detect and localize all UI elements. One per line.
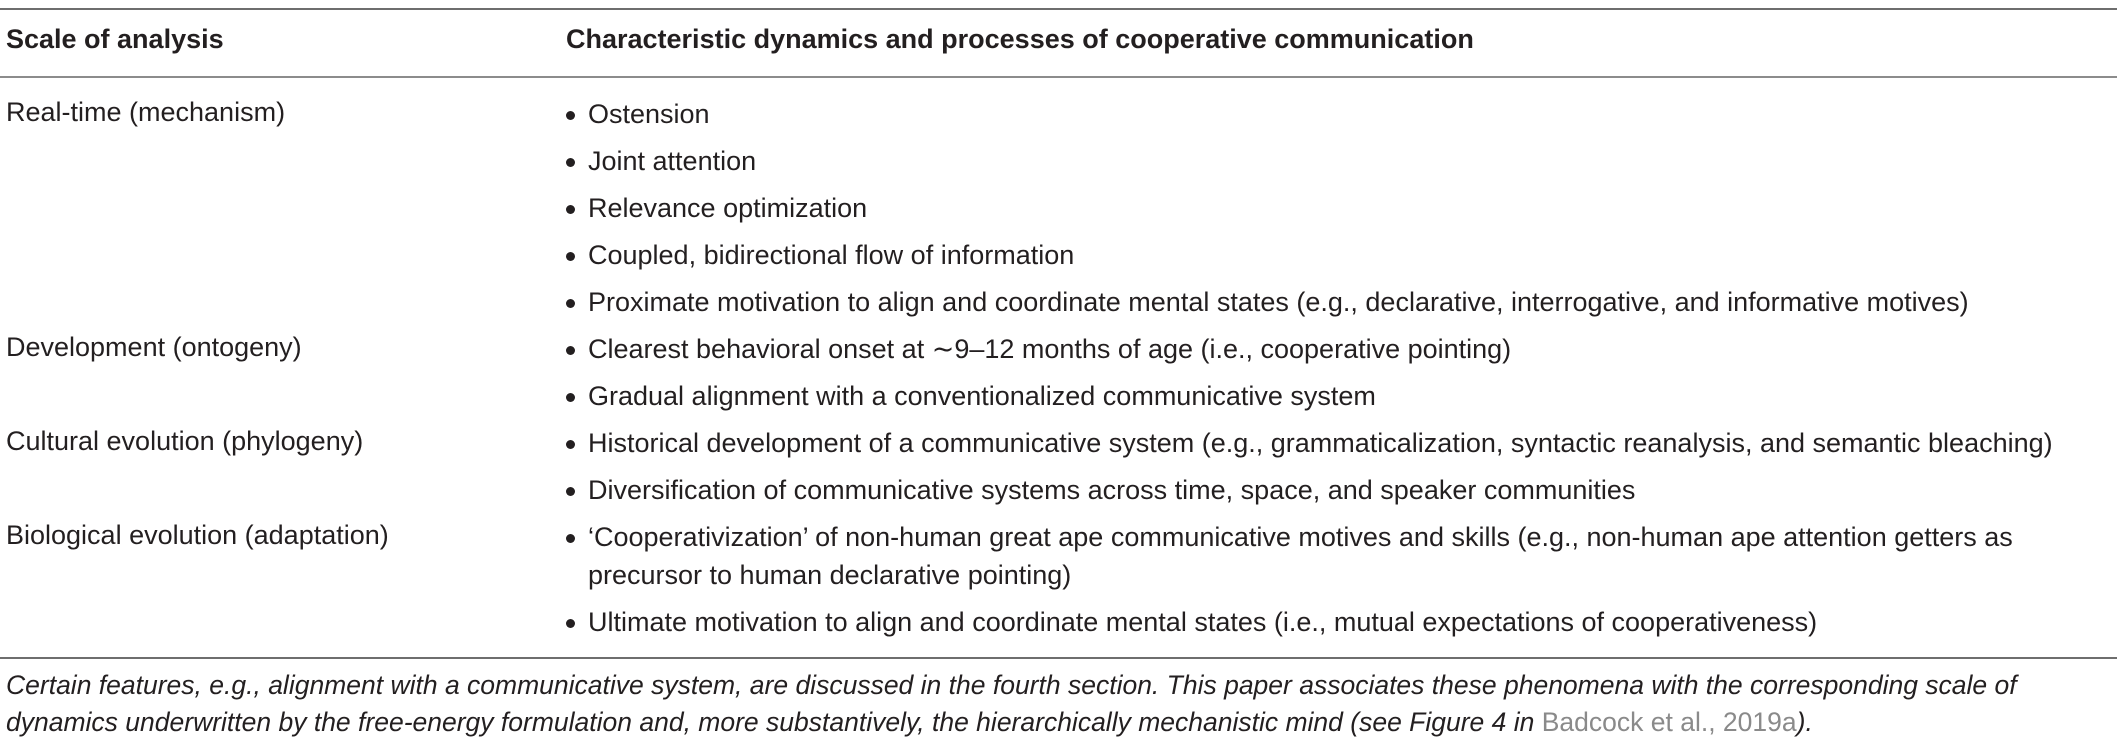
scale-cell: Development (ontogeny) [6, 332, 302, 362]
bullet-icon [566, 440, 575, 449]
table-row: Biological evolution (adaptation) ‘Coope… [0, 518, 2117, 650]
list-item: Diversification of communicative systems… [566, 471, 2117, 509]
item-text: Joint attention [588, 146, 757, 176]
scale-cell: Real-time (mechanism) [6, 97, 286, 127]
bullet-icon [566, 393, 575, 402]
table-top-rule [0, 8, 2117, 10]
table-body: Real-time (mechanism) Ostension Joint at… [0, 95, 2117, 650]
table-footnote: Certain features, e.g., alignment with a… [6, 667, 2106, 741]
items-cell: ‘Cooperativization’ of non-human great a… [0, 518, 2117, 650]
bullet-icon [566, 346, 575, 355]
items-cell: Historical development of a communicativ… [0, 424, 2117, 518]
item-text: Diversification of communicative systems… [588, 475, 1636, 505]
list-item: Gradual alignment with a conventionalize… [566, 377, 2117, 415]
scale-cell: Biological evolution (adaptation) [6, 520, 389, 550]
list-item: ‘Cooperativization’ of non-human great a… [566, 518, 2117, 594]
header-scale-of-analysis: Scale of analysis [6, 24, 224, 54]
footnote-text-end: ). [1796, 707, 1813, 737]
scale-cell: Cultural evolution (phylogeny) [6, 426, 364, 456]
items-cell: Clearest behavioral onset at ∼9–12 month… [0, 330, 2117, 424]
list-item: Ostension [566, 95, 2117, 133]
list-item: Historical development of a communicativ… [566, 424, 2117, 462]
bullet-icon [566, 619, 575, 628]
bullet-icon [566, 158, 575, 167]
item-text: Ultimate motivation to align and coordin… [588, 607, 1818, 637]
items-cell: Ostension Joint attention Relevance opti… [0, 95, 2117, 330]
item-text: Coupled, bidirectional flow of informati… [588, 240, 1075, 270]
bullet-icon [566, 299, 575, 308]
item-text: Historical development of a communicativ… [588, 428, 2053, 458]
table-header-rule [0, 76, 2117, 78]
bullet-icon [566, 534, 575, 543]
list-item: Coupled, bidirectional flow of informati… [566, 236, 2117, 274]
list-item: Clearest behavioral onset at ∼9–12 month… [566, 330, 2117, 368]
bullet-icon [566, 111, 575, 120]
item-text: Clearest behavioral onset at ∼9–12 month… [588, 334, 1512, 364]
item-text: Ostension [588, 99, 710, 129]
footnote-text: Certain features, e.g., alignment with a… [6, 670, 2017, 737]
list-item: Joint attention [566, 142, 2117, 180]
table-row: Cultural evolution (phylogeny) Historica… [0, 424, 2117, 518]
table-row: Real-time (mechanism) Ostension Joint at… [0, 95, 2117, 330]
citation-link[interactable]: Badcock et al., 2019a [1541, 707, 1797, 737]
table-row: Development (ontogeny) Clearest behavior… [0, 330, 2117, 424]
header-characteristic-dynamics: Characteristic dynamics and processes of… [566, 24, 1474, 54]
item-text: Proximate motivation to align and coordi… [588, 287, 1969, 317]
bullet-icon [566, 487, 575, 496]
item-text: ‘Cooperativization’ of non-human great a… [588, 522, 2013, 590]
item-text: Gradual alignment with a conventionalize… [588, 381, 1376, 411]
bullet-icon [566, 205, 575, 214]
bullet-icon [566, 252, 575, 261]
list-item: Relevance optimization [566, 189, 2117, 227]
table-bottom-rule [0, 657, 2117, 659]
list-item: Ultimate motivation to align and coordin… [566, 603, 2117, 641]
list-item: Proximate motivation to align and coordi… [566, 283, 2117, 321]
item-text: Relevance optimization [588, 193, 868, 223]
